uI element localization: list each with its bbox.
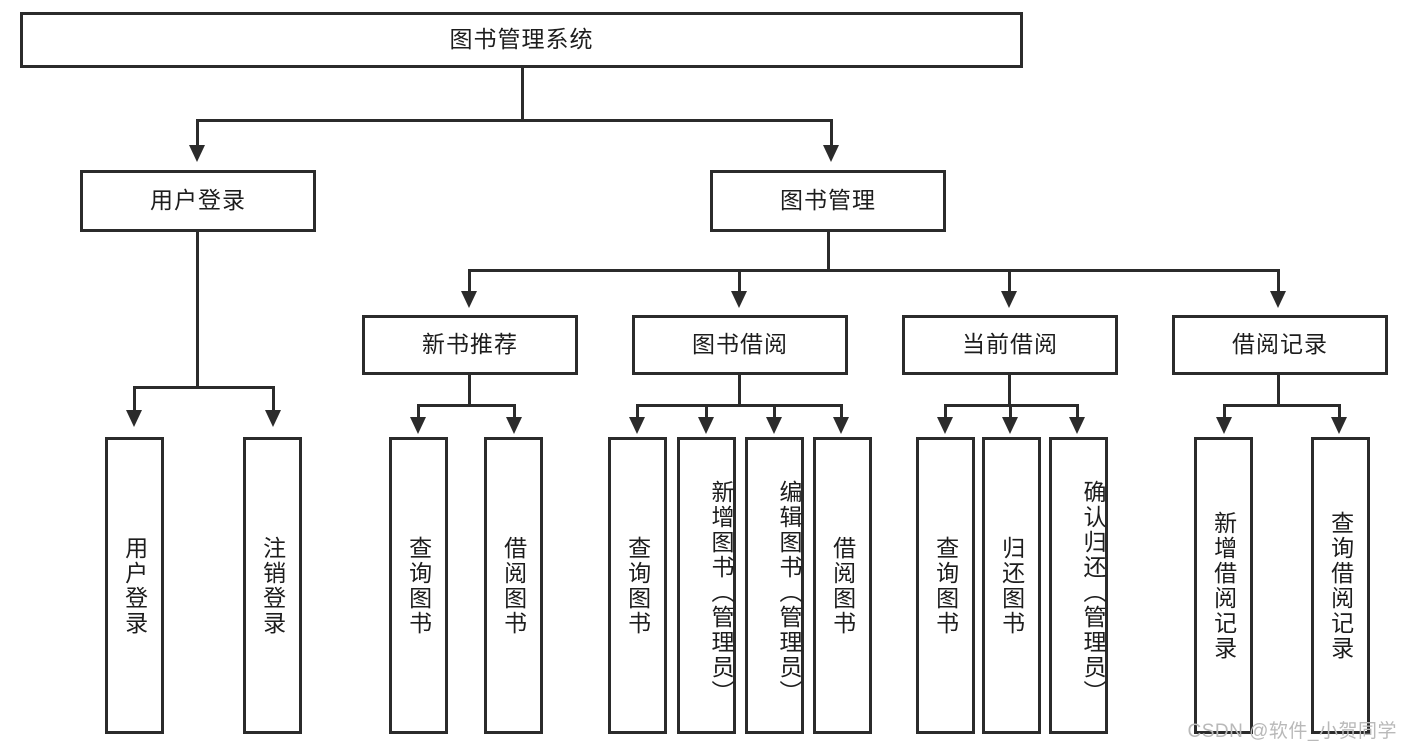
- node-root-system: 图书管理系统: [20, 12, 1023, 68]
- connector-userlogin-drop-2: [272, 386, 275, 410]
- leaf-user-login: 用户登录: [105, 437, 164, 734]
- connector-borrowrecord-drop-1: [1223, 404, 1226, 417]
- node-label: 当前借阅: [962, 331, 1058, 358]
- connector-borrowrecord-drop-2: [1338, 404, 1341, 417]
- leaf-query-book-1: 查询图书: [389, 437, 448, 734]
- node-label: 注销登录: [259, 535, 286, 636]
- arrow-to-leaf-query-record: [1331, 417, 1347, 434]
- arrow-to-user-login: [189, 145, 205, 162]
- connector-newbook-stem: [468, 375, 471, 405]
- node-label: 新增图书（管理员）: [708, 480, 734, 705]
- leaf-query-book-3: 查询图书: [916, 437, 975, 734]
- arrow-to-leaf-return-book: [1002, 417, 1018, 434]
- connector-bookborrow-drop-4: [840, 404, 843, 417]
- leaf-user-logout: 注销登录: [243, 437, 302, 734]
- node-label: 图书管理系统: [449, 26, 594, 53]
- connector-root-drop-right: [830, 119, 833, 145]
- leaf-add-book: 新增图书（管理员）: [677, 437, 736, 734]
- leaf-borrow-book-2: 借阅图书: [813, 437, 872, 734]
- connector-currentborrow-drop-1: [944, 404, 947, 417]
- arrow-to-leaf-query-book-1: [410, 417, 426, 434]
- leaf-confirm-return: 确认归还（管理员）: [1049, 437, 1108, 734]
- node-book-borrow: 图书借阅: [632, 315, 848, 375]
- node-label: 新书推荐: [422, 331, 518, 358]
- connector-bookmanage-drop-4: [1277, 269, 1280, 291]
- arrow-to-leaf-edit-book: [766, 417, 782, 434]
- leaf-query-record: 查询借阅记录: [1311, 437, 1370, 734]
- connector-userlogin-bus: [133, 386, 275, 389]
- connector-userlogin-drop-1: [133, 386, 136, 410]
- arrow-to-new-book-rec: [461, 291, 477, 308]
- node-label: 查询图书: [932, 535, 959, 636]
- node-user-login: 用户登录: [80, 170, 316, 232]
- connector-bookmanage-drop-1: [468, 269, 471, 291]
- connector-bookborrow-drop-3: [773, 404, 776, 417]
- node-borrow-record: 借阅记录: [1172, 315, 1388, 375]
- connector-root-drop-left: [196, 119, 199, 145]
- arrow-to-book-manage: [823, 145, 839, 162]
- leaf-query-book-2: 查询图书: [608, 437, 667, 734]
- arrow-to-book-borrow: [731, 291, 747, 308]
- node-label: 图书借阅: [692, 331, 788, 358]
- connector-newbook-drop-2: [513, 404, 516, 417]
- connector-bookmanage-bus: [468, 269, 1280, 272]
- node-label: 查询图书: [405, 535, 432, 636]
- connector-bookmanage-drop-2: [738, 269, 741, 291]
- connector-currentborrow-drop-2: [1009, 404, 1012, 417]
- node-label: 图书管理: [780, 187, 876, 214]
- node-label: 查询图书: [624, 535, 651, 636]
- node-label: 确认归还（管理员）: [1080, 480, 1106, 705]
- arrow-to-leaf-user-login: [126, 410, 142, 427]
- connector-root-stem: [521, 68, 524, 120]
- leaf-return-book: 归还图书: [982, 437, 1041, 734]
- connector-borrowrecord-bus: [1223, 404, 1341, 407]
- connector-bookborrow-stem: [738, 375, 741, 405]
- connector-userlogin-stem: [196, 232, 199, 387]
- arrow-to-borrow-record: [1270, 291, 1286, 308]
- arrow-to-leaf-query-book-3: [937, 417, 953, 434]
- node-label: 用户登录: [150, 187, 246, 214]
- connector-currentborrow-stem: [1008, 375, 1011, 405]
- node-label: 查询借阅记录: [1327, 510, 1354, 661]
- node-new-book-rec: 新书推荐: [362, 315, 578, 375]
- connector-bookmanage-drop-3: [1008, 269, 1011, 291]
- node-label: 归还图书: [998, 535, 1025, 636]
- node-current-borrow: 当前借阅: [902, 315, 1118, 375]
- arrow-to-leaf-user-logout: [265, 410, 281, 427]
- arrow-to-leaf-add-record: [1216, 417, 1232, 434]
- node-label: 借阅图书: [829, 535, 856, 636]
- arrow-to-leaf-query-book-2: [629, 417, 645, 434]
- node-label: 用户登录: [121, 535, 148, 636]
- connector-bookmanage-stem: [827, 232, 830, 270]
- connector-root-bus: [196, 119, 833, 122]
- arrow-to-leaf-confirm-return: [1069, 417, 1085, 434]
- arrow-to-leaf-add-book: [698, 417, 714, 434]
- arrow-to-leaf-borrow-book-1: [506, 417, 522, 434]
- connector-bookborrow-drop-1: [636, 404, 639, 417]
- connector-newbook-bus: [417, 404, 516, 407]
- connector-currentborrow-drop-3: [1076, 404, 1079, 417]
- connector-bookborrow-bus: [636, 404, 843, 407]
- node-label: 借阅图书: [500, 535, 527, 636]
- connector-borrowrecord-stem: [1277, 375, 1280, 405]
- node-label: 新增借阅记录: [1210, 510, 1237, 661]
- leaf-edit-book: 编辑图书（管理员）: [745, 437, 804, 734]
- arrow-to-current-borrow: [1001, 291, 1017, 308]
- connector-bookborrow-drop-2: [705, 404, 708, 417]
- leaf-borrow-book-1: 借阅图书: [484, 437, 543, 734]
- arrow-to-leaf-borrow-book-2: [833, 417, 849, 434]
- leaf-add-record: 新增借阅记录: [1194, 437, 1253, 734]
- connector-newbook-drop-1: [417, 404, 420, 417]
- node-label: 借阅记录: [1232, 331, 1328, 358]
- node-label: 编辑图书（管理员）: [776, 480, 802, 705]
- node-book-manage: 图书管理: [710, 170, 946, 232]
